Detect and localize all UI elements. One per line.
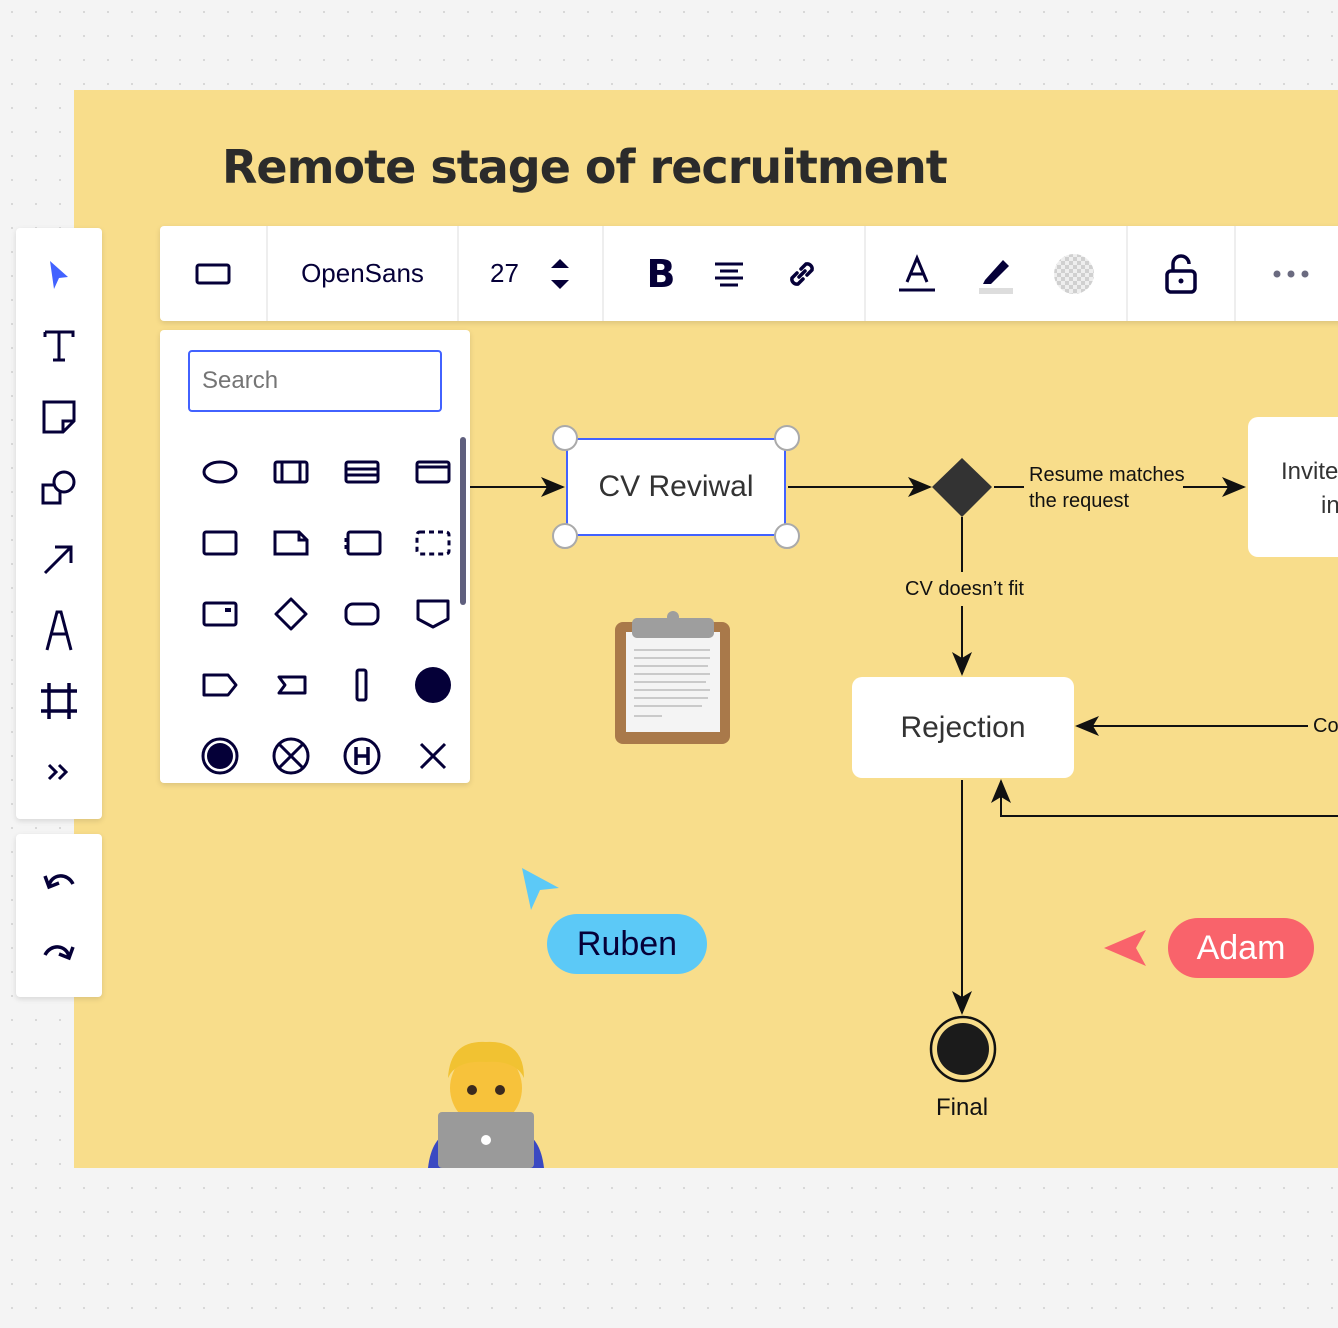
rectangle-icon (195, 263, 231, 284)
node-label: Invite (1281, 458, 1338, 485)
connector (991, 779, 1338, 817)
shape-type-button[interactable] (160, 226, 268, 321)
edge-label-co: Co (1313, 715, 1338, 737)
pentagon-shield-icon[interactable] (397, 578, 468, 649)
collaborator-tag-adam: Adam (1168, 918, 1314, 978)
node-label: CV Reviwal (598, 470, 754, 503)
cursor-arrow-icon (522, 868, 559, 910)
sticky-note-icon[interactable] (34, 392, 84, 442)
arrow-icon[interactable] (34, 534, 84, 584)
final-node[interactable] (937, 1023, 989, 1075)
filled-circle-icon[interactable] (397, 649, 468, 720)
node-label-line2: in (1321, 492, 1338, 519)
rounded-rectangle-icon[interactable] (326, 578, 397, 649)
node-label: Rejection (900, 710, 1026, 744)
final-state-icon[interactable] (184, 720, 255, 791)
board-title: Remote stage of recruitment (222, 140, 948, 194)
history-state-icon[interactable] (326, 720, 397, 791)
shape-search-input[interactable] (188, 350, 442, 412)
person-laptop-emoji (428, 1041, 544, 1168)
font-size-control[interactable]: 27 (459, 226, 604, 321)
frame-icon[interactable] (34, 676, 84, 726)
text-icon[interactable] (34, 321, 84, 371)
stepper-icon[interactable] (549, 254, 571, 294)
undo-icon[interactable] (34, 856, 84, 906)
pen-icon[interactable] (34, 605, 84, 655)
link-icon[interactable] (783, 255, 821, 293)
collaborator-tag-ruben: Ruben (547, 914, 707, 974)
x-shape-icon[interactable] (397, 720, 468, 791)
cv-revival-node[interactable]: CV Reviwal (566, 438, 786, 536)
decision-diamond[interactable] (932, 458, 992, 517)
edge-label-cv-doesnt-fit: CV doesn’t fit (905, 578, 1024, 600)
card-shape-icon[interactable] (326, 507, 397, 578)
bar-shape-icon[interactable] (326, 649, 397, 720)
cursor-arrow-icon (1104, 930, 1146, 966)
dashed-rectangle-icon[interactable] (397, 507, 468, 578)
clipboard-sticker (615, 611, 730, 744)
window-shape-icon[interactable] (397, 436, 468, 507)
highlighter-icon[interactable] (975, 254, 1015, 294)
unlock-icon (1165, 253, 1197, 294)
chevron-flag-icon[interactable] (255, 649, 326, 720)
shapes-panel (160, 330, 470, 783)
text-color-icon[interactable] (897, 253, 937, 294)
rectangle-shape-icon[interactable] (184, 507, 255, 578)
fill-color-icon[interactable] (1053, 253, 1095, 295)
tag-shape-icon[interactable] (184, 649, 255, 720)
select-icon[interactable] (34, 250, 84, 300)
horizontal-container-icon[interactable] (326, 436, 397, 507)
note-shape-icon[interactable] (255, 507, 326, 578)
selection-handles[interactable] (548, 422, 804, 554)
edge-label-resume-matches: Resume matches the request (1029, 464, 1185, 512)
rejection-node[interactable]: Rejection (852, 677, 1074, 778)
final-label: Final (936, 1094, 989, 1121)
bold-button[interactable]: B (646, 251, 676, 296)
align-center-icon[interactable] (713, 260, 745, 288)
circle-x-icon[interactable] (255, 720, 326, 791)
final-node-ring[interactable] (929, 1015, 997, 1083)
shapes-scrollbar[interactable] (460, 437, 466, 605)
ellipse-shape-icon[interactable] (184, 436, 255, 507)
invite-node[interactable]: Invite in (1248, 417, 1338, 557)
shape-grid (184, 436, 468, 791)
format-toolbar: OpenSans 27 B (160, 226, 1338, 321)
font-name: OpenSans (301, 258, 424, 288)
lock-button[interactable] (1128, 226, 1236, 321)
redo-icon[interactable] (34, 927, 84, 977)
font-size: 27 (490, 258, 519, 288)
more-icon (1273, 270, 1309, 277)
more-tools-icon[interactable] (34, 747, 84, 797)
font-select[interactable]: OpenSans (268, 226, 459, 321)
more-options-button[interactable] (1236, 226, 1338, 321)
undo-redo-panel (16, 834, 102, 997)
vertical-container-icon[interactable] (255, 436, 326, 507)
diamond-shape-icon[interactable] (255, 578, 326, 649)
tab-rectangle-icon[interactable] (184, 578, 255, 649)
shapes-icon[interactable] (34, 463, 84, 513)
left-toolbar (16, 228, 102, 819)
